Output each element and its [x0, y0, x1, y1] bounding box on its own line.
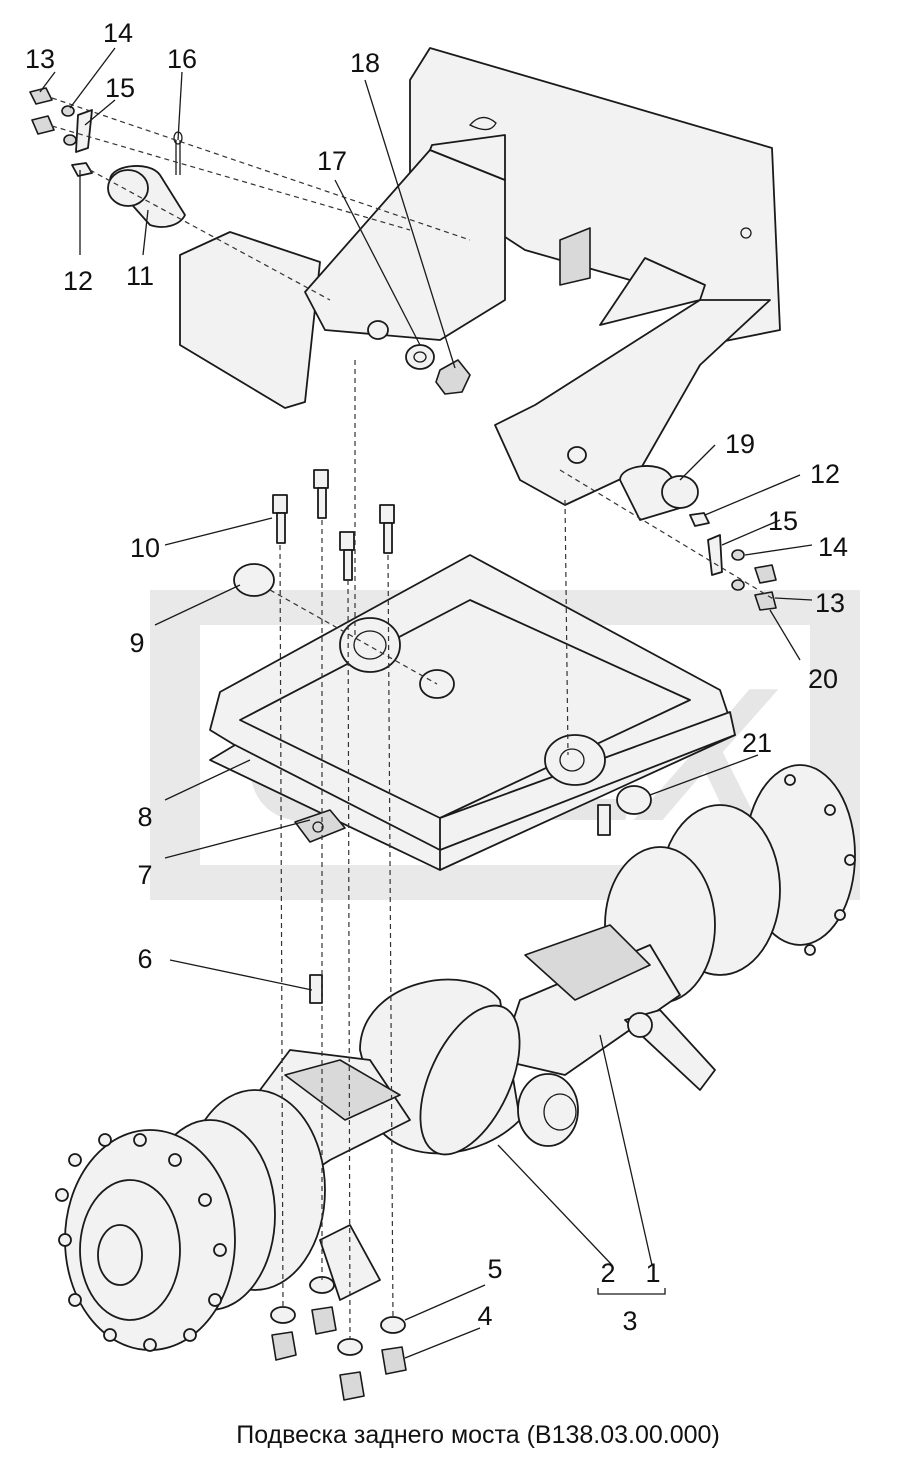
callout-1: 1	[645, 1258, 660, 1288]
subframe	[209, 554, 736, 871]
callout-20: 20	[808, 664, 838, 694]
callout-9: 9	[129, 628, 144, 658]
callout-15-right: 15	[768, 506, 798, 536]
callout-16: 16	[167, 44, 197, 74]
assembly-lines	[51, 97, 776, 1341]
callout-5: 5	[487, 1254, 502, 1284]
callout-2: 2	[600, 1258, 615, 1288]
callout-21: 21	[742, 728, 772, 758]
leader-lines	[39, 47, 813, 1359]
callout-12-top: 12	[63, 266, 93, 296]
diagram-caption: Подвеска заднего моста (В138.03.00.000)	[236, 1421, 720, 1449]
callout-11: 11	[126, 261, 154, 291]
callout-19: 19	[725, 429, 755, 459]
frame-bracket	[179, 47, 781, 506]
callout-4: 4	[477, 1301, 492, 1331]
callout-7: 7	[137, 860, 152, 890]
callout-14-top: 14	[103, 18, 133, 48]
rear-axle	[55, 764, 856, 1352]
callout-3: 3	[622, 1306, 637, 1336]
callout-15-top: 15	[105, 73, 135, 103]
callout-8: 8	[137, 802, 152, 832]
callout-18: 18	[350, 48, 380, 78]
callout-13-right: 13	[815, 588, 845, 618]
callout-17: 17	[317, 146, 347, 176]
callout-12-right: 12	[810, 459, 840, 489]
callout-14-right: 14	[818, 532, 848, 562]
callout-13-top: 13	[25, 44, 55, 74]
callout-10: 10	[130, 533, 160, 563]
callouts: 13 14 15 16 18 17 12 11 19 12 15 14 13 2…	[25, 18, 848, 1336]
fasteners	[29, 87, 777, 1401]
callout-6: 6	[137, 944, 152, 974]
